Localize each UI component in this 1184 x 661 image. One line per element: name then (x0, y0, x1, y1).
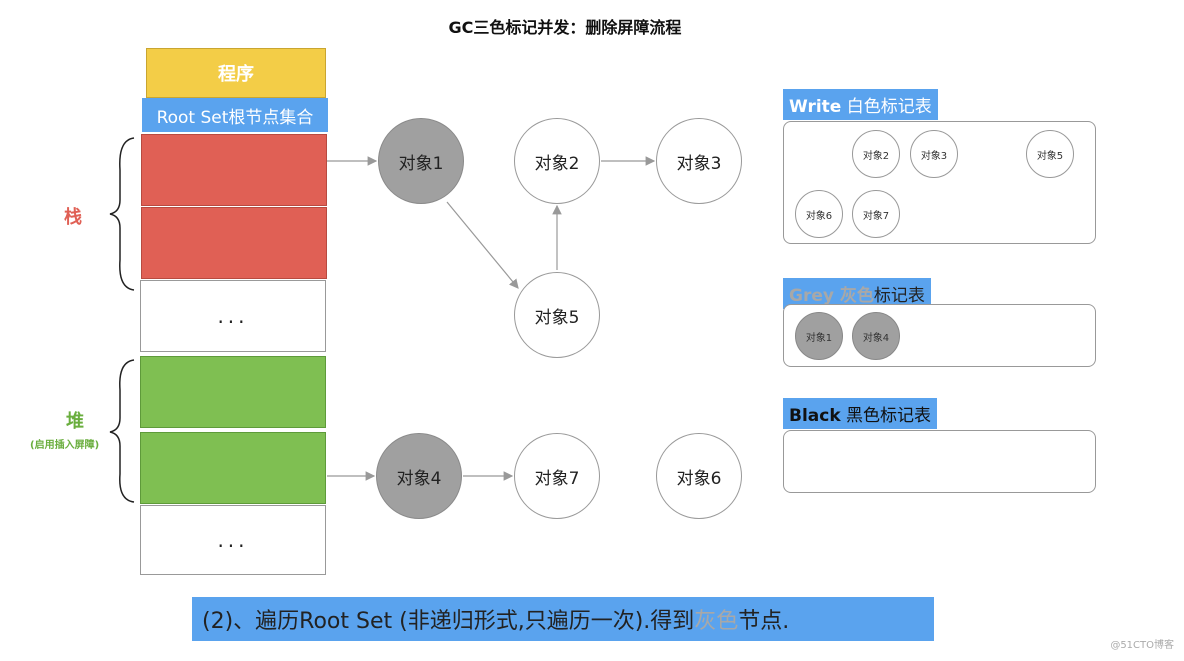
arrow-obj1-obj5 (446, 201, 519, 289)
heap-cell-2 (140, 432, 326, 504)
white-table: 对象2 对象3 对象5 对象6 对象7 (783, 121, 1096, 244)
heap-sublabel: (启用插入屏障) (30, 440, 100, 451)
node-object-3: 对象3 (656, 118, 742, 204)
stack-label: 栈 (64, 207, 82, 228)
node-object-7: 对象7 (514, 433, 600, 519)
grey-item-object-4: 对象4 (852, 312, 900, 360)
heap-brace (109, 359, 135, 503)
program-box: 程序 (146, 48, 326, 98)
root-set-box: Root Set根节点集合 (142, 98, 328, 132)
grey-item-object-1: 对象1 (795, 312, 843, 360)
grey-table: 对象1 对象4 (783, 304, 1096, 367)
node-object-4: 对象4 (376, 433, 462, 519)
heap-label: 堆 (66, 411, 84, 432)
black-table-title: Black 黑色标记表 (783, 398, 938, 429)
diagram-title: GC三色标记并发：删除屏障流程 (448, 18, 682, 37)
white-table-title: Write 白色标记表 (783, 89, 938, 120)
node-object-2: 对象2 (514, 118, 600, 204)
white-item-object-6: 对象6 (795, 190, 843, 238)
node-object-5: 对象5 (514, 272, 600, 358)
stack-cell-empty: ... (140, 280, 326, 352)
node-object-1: 对象1 (378, 118, 464, 204)
white-item-object-3: 对象3 (910, 130, 958, 178)
white-item-object-2: 对象2 (852, 130, 900, 178)
heap-cell-1 (140, 356, 326, 428)
step-caption: (2)、遍历Root Set (非递归形式,只遍历一次).得到灰色节点. (192, 597, 934, 641)
white-item-object-7: 对象7 (852, 190, 900, 238)
stack-cell-2 (141, 207, 327, 279)
stack-brace (109, 137, 135, 291)
grey-table-title: Grey 灰色标记表 (783, 278, 931, 309)
black-table (783, 430, 1096, 493)
node-object-6: 对象6 (656, 433, 742, 519)
white-item-object-5: 对象5 (1026, 130, 1074, 178)
stack-cell-1 (141, 134, 327, 206)
watermark: @51CTO博客 (1110, 640, 1174, 651)
heap-cell-empty: ... (140, 505, 326, 575)
